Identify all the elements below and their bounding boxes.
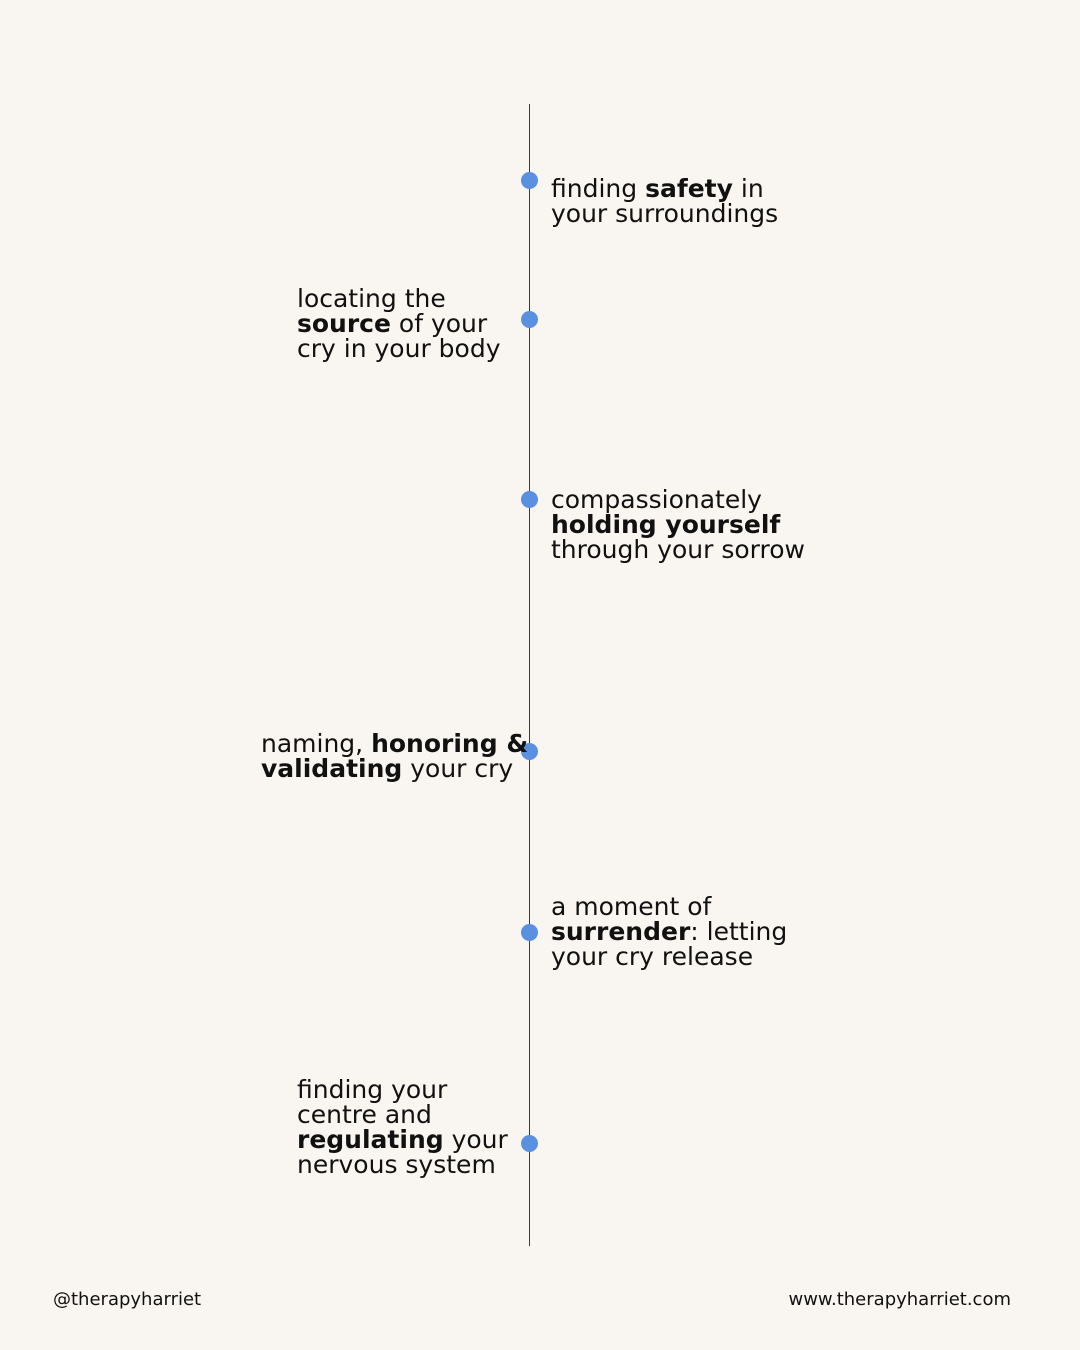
timeline-dot (521, 743, 538, 760)
timeline-step-label: naming, honoring &validating your cry (261, 731, 528, 781)
step-text: of your (390, 309, 488, 338)
step-line: source of your (297, 311, 501, 336)
timeline-line (529, 104, 530, 1246)
social-handle: @therapyharriet (53, 1289, 202, 1310)
step-line: surrender: letting (551, 919, 787, 944)
step-line: validating your cry (261, 756, 528, 781)
step-text: through your sorrow (551, 535, 805, 564)
step-text: your (443, 1125, 508, 1154)
step-text: finding your (297, 1075, 448, 1104)
timeline-dot (521, 1135, 538, 1152)
step-emphasis-text: regulating (297, 1125, 444, 1154)
step-line: through your sorrow (551, 537, 805, 562)
timeline-dot (521, 924, 538, 941)
step-line: holding yourself (551, 512, 805, 537)
step-line: your surroundings (551, 201, 778, 226)
step-line: cry in your body (297, 336, 501, 361)
step-line: compassionately (551, 487, 805, 512)
step-emphasis-text: source (297, 309, 391, 338)
timeline-dot (521, 172, 538, 189)
step-text: cry in your body (297, 334, 501, 363)
step-text: compassionately (551, 485, 762, 514)
step-line: regulating your (297, 1127, 508, 1152)
step-line: centre and (297, 1102, 508, 1127)
step-line: locating the (297, 286, 501, 311)
step-line: a moment of (551, 894, 787, 919)
step-line: finding safety in (551, 176, 778, 201)
step-emphasis-text: holding yourself (551, 510, 781, 539)
step-text: your surroundings (551, 199, 779, 228)
step-text: nervous system (297, 1150, 496, 1179)
step-text: your cry (402, 754, 514, 783)
step-text: a moment of (551, 892, 712, 921)
step-line: nervous system (297, 1152, 508, 1177)
step-text: your cry release (551, 942, 754, 971)
timeline-dot (521, 311, 538, 328)
step-emphasis-text: honoring & (371, 729, 529, 758)
step-emphasis-text: validating (261, 754, 403, 783)
step-text: finding (551, 174, 646, 203)
website-url: www.therapyharriet.com (788, 1289, 1011, 1310)
step-text: centre and (297, 1100, 432, 1129)
step-text: locating the (297, 284, 446, 313)
step-emphasis-text: surrender (551, 917, 691, 946)
step-emphasis-text: safety (645, 174, 733, 203)
step-text: : letting (690, 917, 788, 946)
step-text: naming, (261, 729, 372, 758)
step-line: finding your (297, 1077, 508, 1102)
step-line: naming, honoring & (261, 731, 528, 756)
step-line: your cry release (551, 944, 787, 969)
timeline-dot (521, 491, 538, 508)
step-text: in (732, 174, 764, 203)
